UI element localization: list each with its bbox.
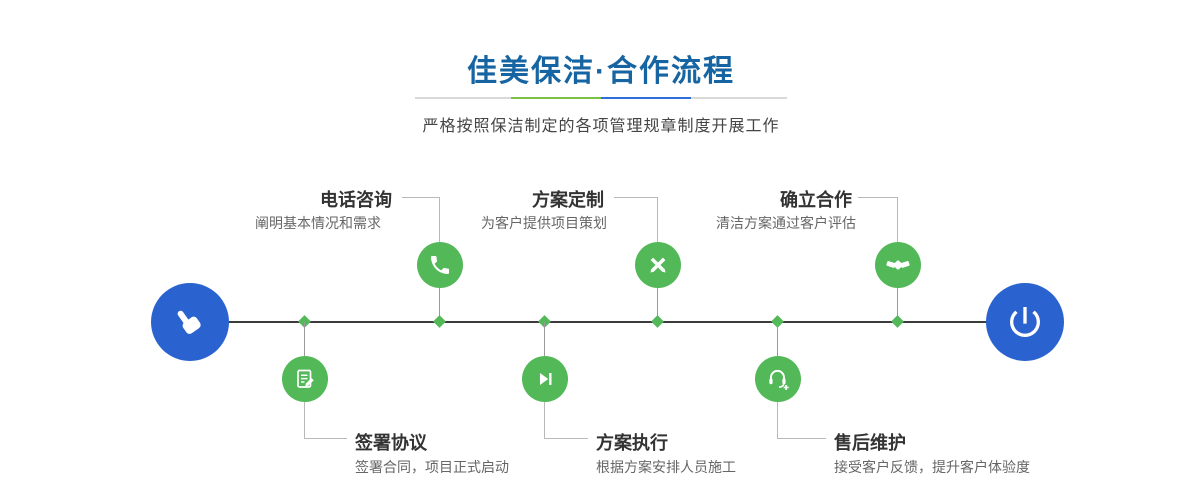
divider-segment-blue (601, 97, 691, 99)
start-circle (151, 283, 229, 361)
headset-support-icon (769, 369, 789, 390)
step-desc-aftersale: 接受客户反馈，提升客户体验度 (834, 459, 1030, 475)
step-title-execute: 方案执行 (596, 433, 668, 453)
label-connector (777, 438, 826, 439)
circle-connector (657, 288, 658, 321)
step-desc-cooperate: 清洁方案通过客户评估 (716, 215, 856, 231)
step-circle-plan (635, 242, 681, 288)
timeline-diamond (891, 315, 904, 328)
label-connector (657, 197, 658, 242)
phone-icon (431, 256, 449, 274)
label-connector (544, 402, 545, 438)
label-connector (897, 197, 898, 242)
timeline-diamond (651, 315, 664, 328)
design-tools-icon (650, 257, 666, 273)
step-circle-phone (417, 242, 463, 288)
circle-connector (439, 288, 440, 321)
circle-connector (777, 322, 778, 356)
play-next-icon (539, 373, 552, 385)
step-title-aftersale: 售后维护 (834, 433, 906, 453)
power-icon (1010, 307, 1040, 337)
step-circle-aftersale (755, 356, 801, 402)
timeline-line (190, 321, 1025, 323)
step-desc-sign: 签署合同，项目正式启动 (355, 459, 509, 475)
page-title: 佳美保洁·合作流程 (467, 55, 735, 88)
step-desc-execute: 根据方案安排人员施工 (596, 459, 736, 475)
step-desc-plan: 为客户提供项目策划 (481, 215, 607, 231)
timeline-diamond (433, 315, 446, 328)
label-connector (402, 197, 440, 198)
step-title-phone: 电话咨询 (320, 190, 392, 210)
step-circle-sign (282, 356, 328, 402)
label-connector (304, 438, 347, 439)
circle-connector (304, 322, 305, 356)
page-subtitle: 严格按照保洁制定的各项管理规章制度开展工作 (422, 118, 780, 135)
step-title-sign: 签署协议 (355, 433, 427, 453)
divider-segment-green (511, 97, 601, 99)
step-title-plan: 方案定制 (532, 190, 604, 210)
divider-segment-gray-right (691, 97, 787, 99)
step-circle-cooperate (875, 242, 921, 288)
contract-edit-icon (297, 369, 314, 388)
label-connector (858, 197, 897, 198)
circle-connector (544, 322, 545, 356)
pointing-hand-icon (177, 310, 201, 334)
divider-segment-gray-left (415, 97, 511, 99)
label-connector (777, 402, 778, 438)
circle-connector (897, 288, 898, 321)
label-connector (304, 402, 305, 438)
label-connector (439, 197, 440, 242)
label-connector (614, 197, 657, 198)
title-divider (415, 97, 787, 99)
step-circle-execute (522, 356, 568, 402)
end-circle (986, 283, 1064, 361)
step-desc-phone: 阐明基本情况和需求 (255, 215, 381, 231)
label-connector (544, 438, 588, 439)
step-title-cooperate: 确立合作 (780, 190, 852, 210)
handshake-icon (886, 260, 910, 270)
